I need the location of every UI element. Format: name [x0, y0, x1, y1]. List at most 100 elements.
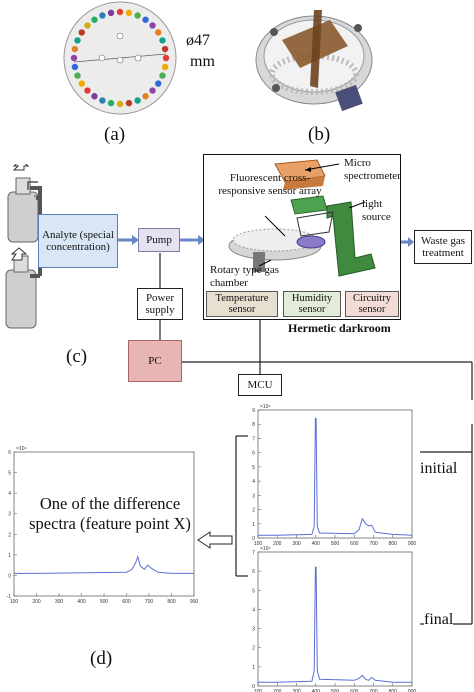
- spectrum-line-initial: [258, 418, 413, 536]
- panel-label-c: (c): [66, 346, 88, 367]
- x-tick-label: 500: [100, 599, 109, 605]
- sensor-spot: [84, 87, 91, 94]
- y-exponent-label: ×10⁴: [16, 446, 27, 452]
- x-tick-label: 600: [350, 541, 359, 547]
- x-tick-label: 500: [331, 541, 340, 547]
- spectrum-line-final: [258, 566, 412, 683]
- gas-chamber-3d-illustration: [255, 10, 373, 112]
- x-tick-label: 700: [369, 541, 378, 547]
- sensor-spot: [107, 9, 115, 17]
- sensor-spot: [125, 9, 133, 17]
- chart-frame-difference: [13, 451, 195, 597]
- circuitry-sensor-box: Circuitry sensor: [345, 291, 399, 317]
- panel-label-d: (d): [90, 648, 113, 669]
- y-tick-label: 3: [252, 627, 255, 633]
- y-tick-label: 1: [8, 553, 11, 559]
- humidity-sensor-box: Humidity sensor: [283, 291, 341, 317]
- sensor-spot: [78, 29, 85, 36]
- x-tick-label: 600: [350, 689, 359, 692]
- sensor-spot: [116, 100, 124, 108]
- x-tick-label: 200: [32, 599, 41, 605]
- sensor-spot: [161, 45, 169, 53]
- y-tick-label: 9: [252, 408, 255, 414]
- x-tick-label: 800: [167, 599, 176, 605]
- x-tick-label: 200: [273, 689, 282, 692]
- sensor-spot: [162, 54, 170, 62]
- sensor-spot: [70, 54, 78, 62]
- sensor-spot: [78, 80, 85, 87]
- y-tick-label: 3: [252, 493, 255, 499]
- sensor-spot: [99, 12, 106, 19]
- x-tick-label: 900: [408, 689, 417, 692]
- y-tick-label: 7: [252, 436, 255, 442]
- sensor-spot: [159, 37, 166, 44]
- sensor-spot: [149, 22, 156, 29]
- y-tick-label: 7: [252, 550, 255, 556]
- y-tick-label: 0: [252, 536, 255, 542]
- sensor-spot: [91, 93, 98, 100]
- sensor-disk-illustration: [63, 1, 177, 115]
- temperature-sensor-box: Temperature sensor: [206, 291, 278, 317]
- spectrum-line-difference: [14, 555, 194, 574]
- sensor-spot: [74, 72, 81, 79]
- x-tick-label: 400: [312, 689, 321, 692]
- y-tick-label: 5: [8, 471, 11, 477]
- y-tick-label: -1: [7, 594, 12, 600]
- sensor-spot: [84, 22, 91, 29]
- x-tick-label: 300: [292, 689, 301, 692]
- sensor-array-label: Fluorescent cross-responsive sensor arra…: [218, 172, 322, 197]
- x-tick-label: 100: [254, 541, 263, 547]
- x-tick-label: 900: [190, 599, 199, 605]
- x-tick-label: 300: [55, 599, 64, 605]
- panel-label-a: (a): [104, 124, 126, 145]
- final-label: final: [424, 611, 454, 629]
- x-tick-label: 100: [254, 689, 263, 692]
- y-tick-label: 0: [252, 684, 255, 690]
- y-tick-label: 5: [252, 465, 255, 471]
- mcu-box: MCU: [238, 374, 282, 396]
- chart-frame-final: [257, 551, 413, 687]
- y-tick-label: 3: [8, 512, 11, 518]
- difference-spectra-label: One of the difference spectra (feature p…: [29, 494, 191, 533]
- initial-label: initial: [420, 460, 458, 478]
- sensor-spot: [125, 99, 133, 107]
- y-tick-label: 0: [8, 573, 11, 579]
- pc-box: PC: [128, 340, 182, 382]
- sensor-spot: [107, 99, 115, 107]
- sensor-spot: [99, 97, 106, 104]
- sensor-spot: [161, 63, 169, 71]
- darkroom-internals-illustration: [228, 159, 376, 277]
- sensor-spot: [134, 97, 141, 104]
- y-tick-label: 4: [252, 607, 255, 613]
- x-tick-label: 300: [292, 541, 301, 547]
- analyte-box: Analyte (special concentration): [38, 214, 118, 268]
- sensor-spot: [134, 12, 141, 19]
- y-tick-label: 2: [252, 646, 255, 652]
- x-tick-label: 800: [389, 541, 398, 547]
- sensor-spot: [155, 29, 162, 36]
- gas-cylinders-illustration: [5, 164, 39, 329]
- x-tick-label: 900: [408, 541, 417, 547]
- sensor-spot: [74, 37, 81, 44]
- diameter-unit: mm: [190, 53, 215, 70]
- sensor-spot: [71, 63, 79, 71]
- chart-frame-initial: [257, 409, 413, 539]
- y-tick-label: 2: [8, 532, 11, 538]
- x-tick-label: 100: [10, 599, 19, 605]
- sensor-spot: [149, 87, 156, 94]
- darkroom-title: Hermetic darkroom: [288, 321, 391, 335]
- x-tick-label: 700: [369, 689, 378, 692]
- y-tick-label: 6: [252, 569, 255, 575]
- x-tick-label: 400: [77, 599, 86, 605]
- y-tick-label: 1: [252, 665, 255, 671]
- sensor-spot: [159, 72, 166, 79]
- sensor-spot: [142, 93, 149, 100]
- sensor-spot: [142, 16, 149, 23]
- waste-gas-box: Waste gas treatment: [414, 230, 472, 264]
- micro-spectrometer-label: Micro spectrometer: [344, 157, 401, 182]
- panel-label-b: (b): [308, 124, 331, 145]
- x-tick-label: 500: [331, 689, 340, 692]
- gas-chamber-label: Rotary type gas chamber: [210, 264, 280, 289]
- x-tick-label: 600: [122, 599, 131, 605]
